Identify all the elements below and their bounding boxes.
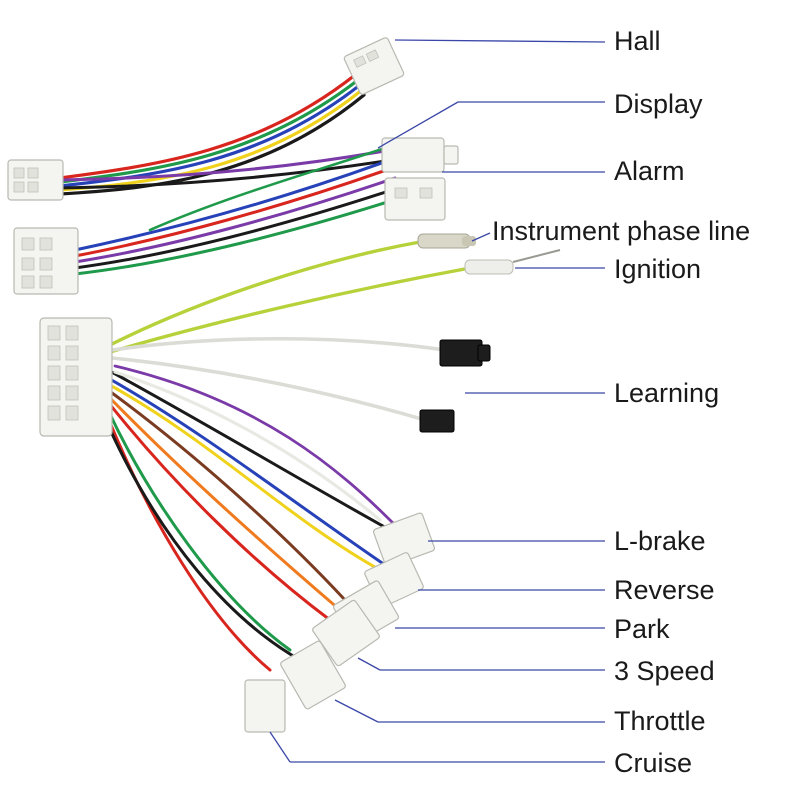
label-display: Display — [614, 89, 703, 119]
learning-connector-lower — [419, 409, 455, 433]
learning-connector-upper — [439, 339, 491, 367]
label-ignition: Ignition — [614, 254, 701, 284]
leader-line-throttle-a — [334, 699, 379, 723]
label-l-brake: L-brake — [614, 526, 706, 556]
label-learning: Learning — [614, 378, 719, 408]
label-alarm: Alarm — [614, 156, 685, 186]
cruise-connector — [244, 679, 286, 733]
instrument-phase-terminal — [417, 233, 476, 249]
speed3-connector — [312, 599, 380, 667]
label-reverse: Reverse — [614, 575, 715, 605]
leader-lines — [269, 39, 606, 763]
hall-display-cable — [58, 73, 394, 196]
label-3-speed: 3 Speed — [614, 656, 715, 686]
alarm-connector — [384, 177, 446, 221]
label-instrument-phase-line: Instrument phase line — [492, 216, 750, 246]
main-harness-upper-wires — [108, 240, 472, 422]
leader-line-3speed-a — [357, 657, 381, 671]
display-connector — [381, 137, 459, 173]
label-cruise: Cruise — [614, 748, 692, 778]
left-small-connector — [7, 159, 64, 201]
main-harness-lower-wires — [106, 364, 397, 672]
hall-connector — [343, 37, 405, 95]
main-multi-pin-connector — [39, 317, 113, 437]
labels: Hall Display Alarm Instrument phase line… — [492, 26, 750, 778]
leader-line-display — [377, 101, 459, 149]
label-hall: Hall — [614, 26, 661, 56]
leader-line-hall — [394, 39, 606, 43]
left-mid-cable — [73, 146, 402, 276]
throttle-connector — [280, 640, 346, 710]
ignition-terminal — [464, 249, 561, 275]
left-mid-connector — [13, 227, 79, 295]
label-park: Park — [614, 614, 670, 644]
label-throttle: Throttle — [614, 706, 706, 736]
leader-line-instrument-phase — [471, 232, 491, 242]
leader-line-cruise-a — [269, 731, 291, 763]
